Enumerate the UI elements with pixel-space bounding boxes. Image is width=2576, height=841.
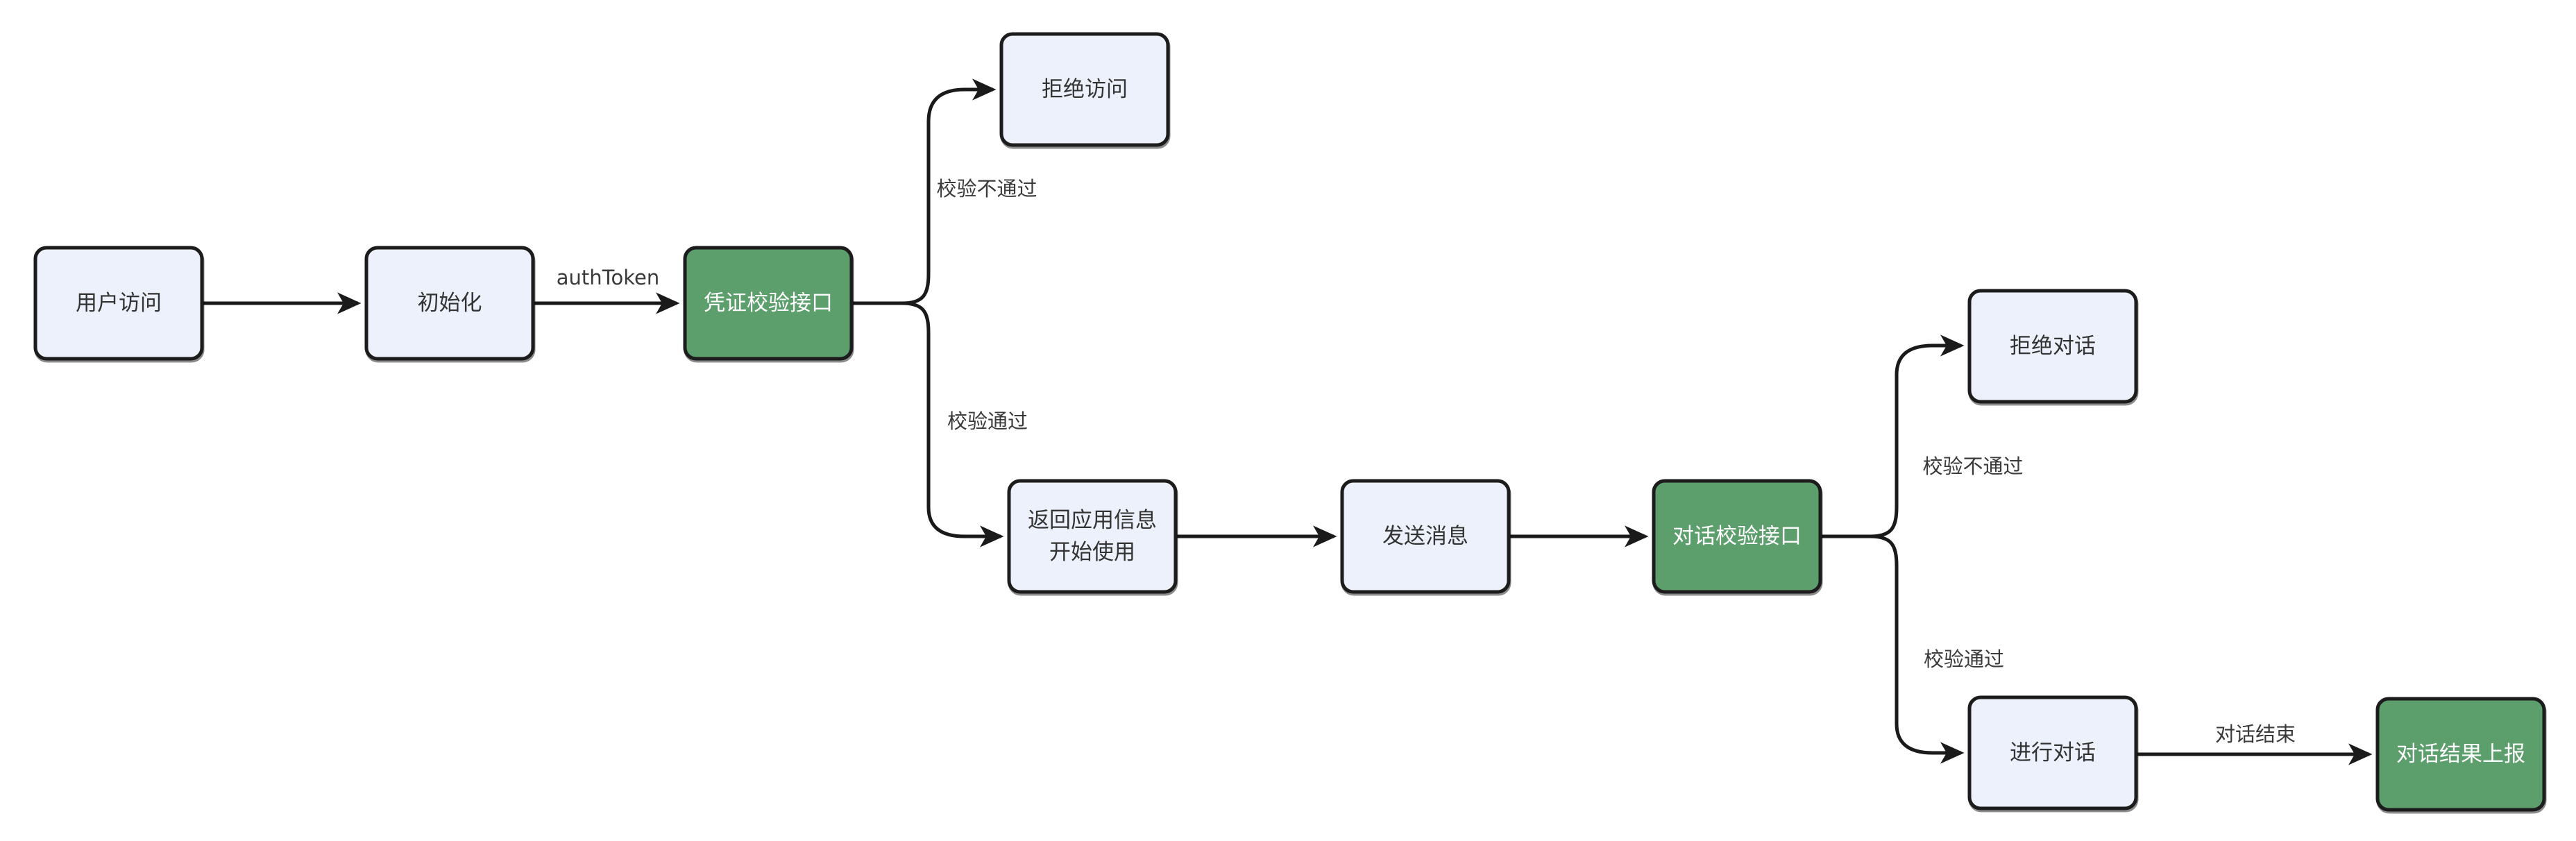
edge-label-dialog-check-to-deny-dialog: 校验不通过: [1922, 455, 2023, 478]
edge-dialog-check-to-do-dialog: [1820, 534, 1965, 764]
node-label-do-dialog: 进行对话: [2010, 740, 2096, 765]
edge-label-init-to-credential-check: authToken: [557, 266, 659, 289]
node-rect-report-dialog-result: [2375, 697, 2546, 812]
node-init: 初始化: [364, 246, 535, 361]
node-deny-dialog: 拒绝对话: [1967, 289, 2138, 404]
node-credential-check-api: 凭证校验接口: [683, 246, 854, 361]
node-rect-send-message: [1340, 479, 1511, 594]
node-label-user-access: 用户访问: [76, 291, 162, 316]
edge-credential-check-to-return-info: [851, 301, 1004, 547]
node-send-message: 发送消息: [1340, 479, 1511, 594]
node-rect-deny-access: [999, 32, 1170, 147]
node-label-deny-access: 拒绝访问: [1042, 77, 1128, 102]
edge-label-credential-check-to-return-info: 校验通过: [947, 409, 1028, 433]
node-dialog-check-api: 对话校验接口: [1652, 479, 1822, 594]
node-rect-dialog-check-api: [1652, 479, 1822, 594]
node-rect-deny-dialog: [1967, 289, 2138, 404]
node-report-dialog-result: 对话结果上报: [2375, 697, 2546, 812]
node-rect-do-dialog: [1967, 695, 2138, 810]
edges-layer: [202, 78, 2373, 765]
node-label-credential-check-api: 凭证校验接口: [704, 291, 833, 316]
node-label-return-app-info: 返回应用信息开始使用: [1028, 508, 1157, 565]
node-do-dialog: 进行对话: [1967, 695, 2138, 810]
node-user-access: 用户访问: [33, 246, 204, 361]
node-rect-user-access: [33, 246, 204, 361]
node-label-deny-dialog: 拒绝对话: [2010, 334, 2096, 359]
edge-label-credential-check-to-deny-access: 校验不通过: [936, 177, 1037, 201]
node-rect-return-app-info: [1007, 479, 1178, 594]
edge-label-do-dialog-to-report: 对话结束: [2215, 722, 2296, 746]
node-rect-init: [364, 246, 535, 361]
node-rect-credential-check-api: [683, 246, 854, 361]
node-label-send-message: 发送消息: [1382, 524, 1468, 549]
node-return-app-info: 返回应用信息开始使用: [1007, 479, 1178, 594]
edge-credential-check-to-deny-access: [851, 78, 997, 305]
node-deny-access: 拒绝访问: [999, 32, 1170, 147]
node-label-report-dialog-result: 对话结果上报: [2396, 742, 2525, 767]
node-label-dialog-check-api: 对话校验接口: [1672, 524, 1802, 549]
node-label-init: 初始化: [418, 291, 482, 316]
edge-dialog-check-to-deny-dialog: [1820, 334, 1965, 538]
edge-label-dialog-check-to-do-dialog: 校验通过: [1924, 647, 2004, 671]
